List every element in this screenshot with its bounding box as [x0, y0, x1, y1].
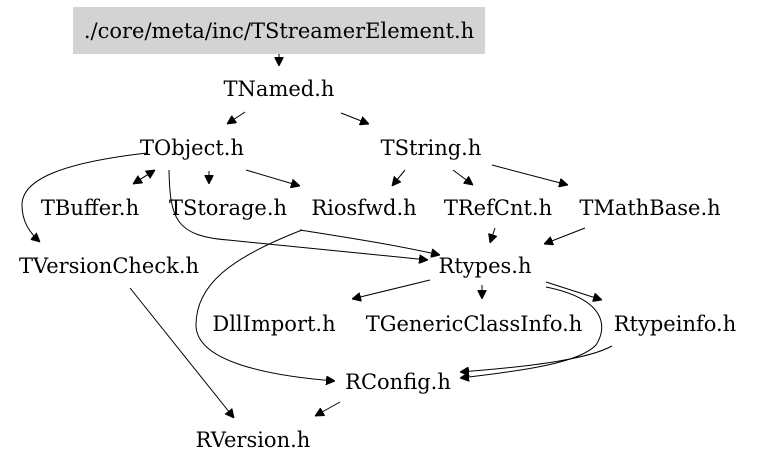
nodes: ./core/meta/inc/TStreamerElement.h TName…	[19, 19, 736, 452]
edge-tobject-riosfwd	[245, 169, 300, 186]
edge-tobject-rtypes	[168, 169, 428, 260]
edge-riosfwd-rconfig	[195, 229, 335, 381]
edge-trefcnt-rtypes	[490, 227, 495, 243]
node-dllimport[interactable]: DllImport.h	[212, 312, 335, 336]
node-tbuffer[interactable]: TBuffer.h	[41, 196, 139, 220]
edge-tstring-rtypes	[299, 229, 440, 255]
node-tobject[interactable]: TObject.h	[140, 136, 244, 160]
edges	[21, 54, 613, 418]
edge-tversioncheck-rversion	[129, 287, 234, 418]
edge-tstring-tmathbase	[491, 164, 568, 185]
node-tversioncheck[interactable]: TVersionCheck.h	[19, 254, 199, 278]
node-tstreamerelement[interactable]: ./core/meta/inc/TStreamerElement.h	[84, 19, 474, 43]
node-trefcnt[interactable]: TRefCnt.h	[444, 196, 552, 220]
node-riosfwd[interactable]: Riosfwd.h	[311, 196, 416, 220]
node-tstorage[interactable]: TStorage.h	[169, 196, 287, 220]
edge-tnamed-tstring	[340, 112, 369, 124]
edge-tnamed-tobject	[227, 111, 246, 124]
node-tgenericclassinfo[interactable]: TGenericClassInfo.h	[366, 312, 583, 336]
edge-rtypes-dllimport	[352, 279, 431, 299]
node-tmathbase[interactable]: TMathBase.h	[579, 196, 720, 220]
edge-rtypeinfo-rconfig	[460, 345, 613, 372]
edge-rconfig-rversion	[315, 401, 341, 416]
node-rconfig[interactable]: RConfig.h	[345, 370, 451, 394]
edge-tstring-trefcnt	[452, 169, 473, 185]
node-rtypeinfo[interactable]: Rtypeinfo.h	[614, 312, 736, 336]
edge-tbuffer-tobject	[132, 170, 155, 185]
edge-rtypes-rconfig	[460, 286, 603, 378]
edge-rtypes-rtypeinfo	[545, 281, 602, 300]
node-tstring[interactable]: TString.h	[381, 136, 482, 160]
edge-tmathbase-rtypes	[544, 227, 586, 244]
node-tstreamerelement-box	[73, 7, 485, 54]
node-tnamed[interactable]: TNamed.h	[224, 77, 335, 101]
node-rtypes[interactable]: Rtypes.h	[439, 254, 532, 278]
node-rversion[interactable]: RVersion.h	[196, 428, 311, 452]
edge-tstring-riosfwd	[392, 169, 406, 186]
edge-tobject-tversioncheck	[21, 152, 148, 242]
